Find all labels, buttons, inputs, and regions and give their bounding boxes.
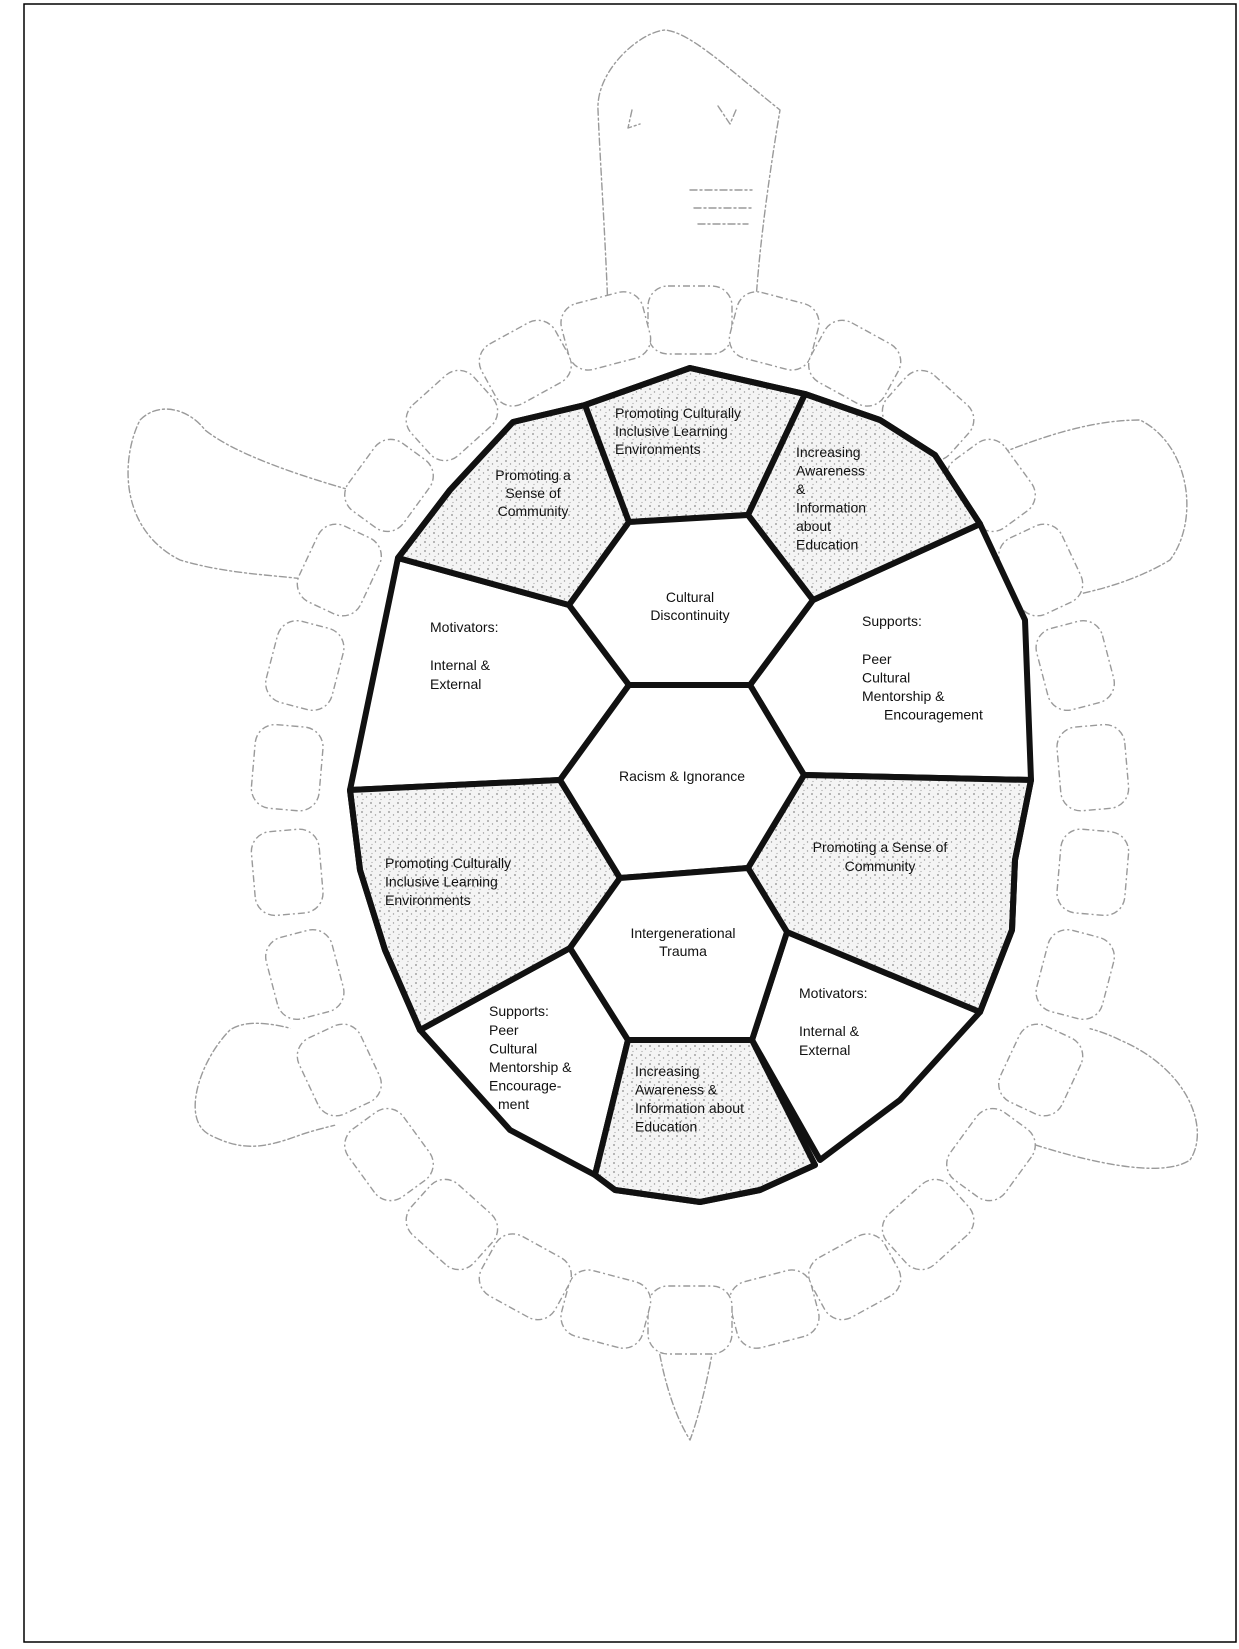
- shell-rim-left: [347, 787, 423, 1033]
- label-line: Motivators:: [430, 619, 498, 635]
- label-line: Inclusive Learning: [385, 874, 498, 890]
- marginal-scute: [478, 319, 573, 407]
- label-line: Internal &: [430, 657, 491, 673]
- label-line: Awareness &: [635, 1082, 718, 1098]
- shell-rim-top: [395, 365, 983, 561]
- label-line: Intergenerational: [630, 925, 735, 941]
- label-upper-right-heading: Supports:: [862, 613, 922, 629]
- leg-back-left: [194, 1022, 401, 1147]
- label-line: &: [796, 481, 806, 497]
- label-line: Information: [796, 500, 866, 516]
- marginal-scute: [728, 291, 820, 371]
- label-line: Increasing: [635, 1063, 700, 1079]
- label-lower-right: Promoting a Sense of Community: [813, 839, 948, 874]
- hex-intergenerational-trauma: [567, 865, 790, 1043]
- page-frame: [23, 3, 1237, 1643]
- label-line: Promoting Culturally: [615, 405, 741, 421]
- label-upper-left-heading: Motivators:: [430, 619, 498, 635]
- label-line: Cultural: [666, 589, 714, 605]
- marginal-scute: [1035, 928, 1116, 1021]
- label-line: Increasing: [796, 444, 861, 460]
- marginal-scute: [997, 1023, 1084, 1117]
- marginal-scute: [344, 1107, 434, 1202]
- marginal-scute: [250, 828, 324, 917]
- label-line: ment: [498, 1096, 529, 1112]
- label-line: Trauma: [659, 943, 707, 959]
- marginal-scute: [728, 1269, 820, 1349]
- label-bottom-right-heading: Motivators:: [799, 985, 867, 1001]
- turtle-head: [597, 29, 781, 311]
- marginal-scute: [647, 285, 733, 355]
- label-line: Awareness: [796, 463, 865, 479]
- label-line: Encourage-: [489, 1078, 562, 1094]
- marginal-scute: [807, 1233, 902, 1321]
- label-line: Cultural: [862, 670, 910, 686]
- label-line: External: [799, 1042, 850, 1058]
- label-line: Promoting Culturally: [385, 855, 511, 871]
- shell-rim-right: [977, 777, 1034, 1015]
- marginal-scute: [1056, 828, 1130, 917]
- marginal-scute: [264, 619, 345, 712]
- label-line: Education: [635, 1119, 697, 1135]
- marginal-scute: [1035, 619, 1116, 712]
- leg-front-left: [127, 408, 351, 581]
- marginal-scute: [405, 369, 499, 462]
- marginal-scute: [250, 723, 324, 812]
- marginal-scutes: [250, 285, 1130, 1355]
- label-line: Internal &: [799, 1023, 860, 1039]
- label-top-left: Promoting a Sense of Community: [495, 467, 571, 519]
- label-line: External: [430, 676, 481, 692]
- shell-plates: [347, 365, 1034, 1205]
- marginal-scute: [647, 1285, 733, 1355]
- label-upper-left-lines: Internal & External: [430, 657, 491, 692]
- label-line: Cultural: [489, 1041, 537, 1057]
- label-line: Environments: [615, 441, 701, 457]
- label-line: Racism & Ignorance: [619, 768, 745, 784]
- label-line: Environments: [385, 892, 471, 908]
- head-neck-lines: [689, 189, 753, 225]
- marginal-scute: [344, 438, 434, 533]
- label-line: Mentorship &: [862, 688, 945, 704]
- head-eye-left: [627, 109, 641, 129]
- label-line: Sense of: [505, 485, 560, 501]
- label-line: Peer: [489, 1022, 519, 1038]
- label-line: about: [796, 518, 831, 534]
- label-line: Information about: [635, 1100, 744, 1116]
- leg-front-right: [959, 419, 1188, 606]
- marginal-scute: [1056, 723, 1130, 812]
- label-line: Supports:: [862, 613, 922, 629]
- label-line: Promoting a Sense of: [813, 839, 948, 855]
- label-line: Community: [498, 503, 569, 519]
- label-line: Discontinuity: [650, 607, 729, 623]
- label-bottom-right-lines: Internal & External: [799, 1023, 860, 1058]
- label-racism-ignorance: Racism & Ignorance: [619, 768, 745, 784]
- label-line: Community: [845, 858, 916, 874]
- label-line: Mentorship &: [489, 1059, 572, 1075]
- label-line: Education: [796, 537, 858, 553]
- label-line: Encouragement: [884, 707, 983, 723]
- label-line: Promoting a: [495, 467, 571, 483]
- marginal-scute: [296, 1023, 383, 1117]
- label-line: Peer: [862, 651, 892, 667]
- label-line: Inclusive Learning: [615, 423, 728, 439]
- label-bottom-left-heading: Supports:: [489, 1003, 549, 1019]
- label-line: Motivators:: [799, 985, 867, 1001]
- label-line: Supports:: [489, 1003, 549, 1019]
- shell-rim-bottom: [592, 1162, 818, 1205]
- marginal-scute: [405, 1178, 499, 1271]
- marginal-scute: [560, 1269, 652, 1349]
- head-eye-right: [717, 105, 737, 125]
